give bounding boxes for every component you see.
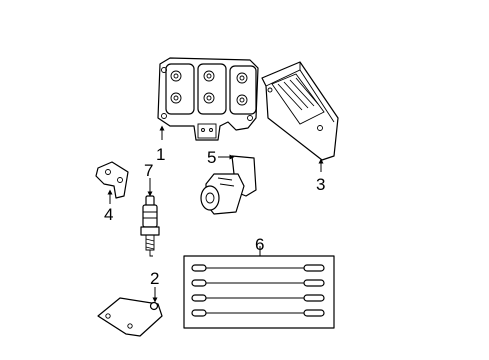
ignition-wire-2	[191, 279, 325, 287]
callout-2: 2	[150, 269, 159, 288]
ignition-wire-4	[191, 309, 325, 317]
ignition-wire-set	[183, 255, 335, 329]
mounting-bracket	[95, 161, 129, 199]
callout-6: 6	[255, 235, 264, 254]
callout-4: 4	[104, 205, 113, 224]
callout-3: 3	[316, 175, 325, 194]
ignition-wire-3	[191, 294, 325, 302]
heat-shield	[97, 297, 163, 337]
control-module	[261, 61, 339, 161]
spark-plug	[140, 195, 160, 257]
ignition-coil-pack	[157, 57, 259, 141]
ignition-wire-1	[191, 264, 325, 272]
callout-5: 5	[207, 148, 216, 167]
camshaft-position-sensor	[200, 155, 257, 215]
callout-7: 7	[144, 161, 153, 180]
callout-1: 1	[156, 145, 165, 164]
